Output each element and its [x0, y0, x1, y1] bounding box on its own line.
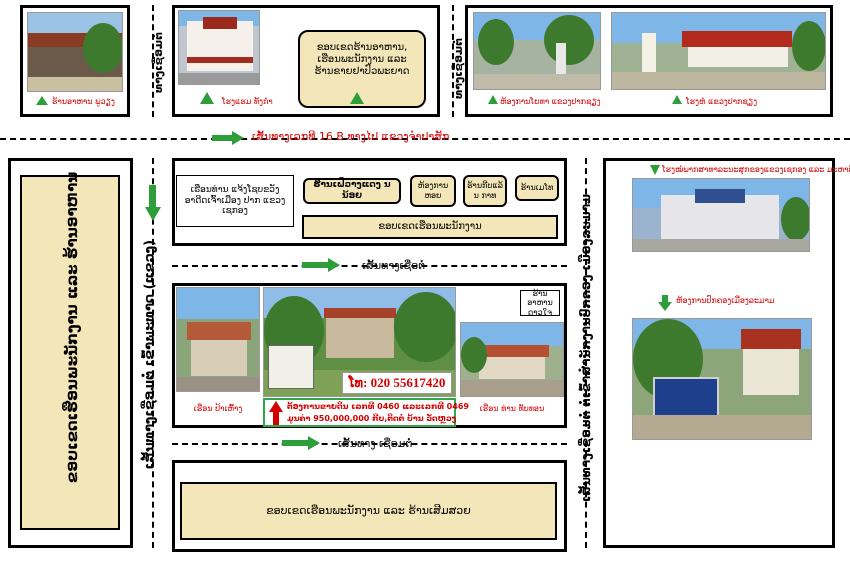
- block-middle: [172, 158, 567, 246]
- block-hotel: [172, 5, 440, 117]
- road-label-v-left-main: ເສັ້ນທາງເຊື່ອມຕໍ່ ເຂົ້າພະທາດ (ແຂວງ): [142, 239, 158, 470]
- road-dash-v2: [452, 5, 454, 117]
- house-former-governor-label: ເຮືອນທ່ານ ແຈ້ງໂຊບຂວັງ ອາດີດເຈົ້າເມືອງ ປາ…: [184, 184, 286, 217]
- road-16b-label: ເສັ້ນທາງເລກທີ 16 B ທາງໄປ ແຂວງຈໍາປາສັກ: [252, 130, 450, 143]
- office-small: ຫ້ອງການ ຫອຍ: [410, 175, 456, 207]
- road-connect-bottom-label: ເສັ້ນທາງ ເຊື່ອມຕໍ່: [338, 437, 413, 450]
- photo-restaurant-phouviang: [27, 12, 123, 92]
- shop-print: ຮ້ານກີບແລ້ນ ກາທ: [463, 175, 507, 207]
- arrow-up-justice: [488, 95, 498, 104]
- photo-district-office: [632, 318, 812, 440]
- caption-restaurant-phouviang: ຮ້ານອາຫານ ພູວຽງ: [52, 97, 115, 106]
- road-connect-mid-dash: [172, 265, 567, 267]
- arrow-down-district: [658, 295, 672, 311]
- zone-left-label: ຂອບເຂດເຮືອນພະນັກງານ ແລະ ຮ້ານອາຫານ: [63, 171, 81, 483]
- zone-staff-mid: ຂອບເຂດເຮືອນພະນັກງານ: [302, 215, 558, 239]
- photo-house-left: [176, 287, 260, 392]
- sale-info-box: ຕ້ອງການຂາຍດິນ ເລກທີ 0460 ແລະເລກທີ 0469 ມ…: [263, 398, 469, 427]
- road-connect-bottom-arrow: [282, 436, 322, 450]
- block-left-zone: [8, 158, 133, 548]
- block-bottom: [172, 460, 567, 552]
- caption-house-left: ເຮືອນ ປ້າເຫົ້າງ: [193, 404, 243, 413]
- shop-tea: ຮ້ານເມໂທ: [515, 175, 559, 201]
- road-16b-dash: [0, 138, 850, 140]
- house-former-governor: ເຮືອນທ່ານ ແຈ້ງໂຊບຂວັງ ອາດີດເຈົ້າເມືອງ ປາ…: [176, 175, 294, 227]
- arrow-up-sale: [269, 401, 283, 425]
- zone-top-label: ຂອບເຂດຮ້ານອາຫານ, ເຮືອນພະນັກງານ ແລະ ຮ້ານຂ…: [314, 42, 410, 77]
- photo-gate-hospital: [611, 12, 826, 90]
- caption-hotel: ໂຮງແຮມ ທັງກໍາ: [222, 97, 273, 106]
- zone-staff-mid-label: ຂອບເຂດເຮືອນພະນັກງານ: [378, 221, 482, 232]
- caption-justice: ຫ້ອງການໂຍທາ ແຂວງປາກຊຽງ: [500, 97, 601, 106]
- road-label-v-right-main: ເສັ້ນທາງເຊື່ອມຕໍ່ ຕໍ່ເຂົ້າສໍານັກງານປົກຄອ…: [579, 193, 593, 502]
- photo-hotel-tangkam: [178, 10, 260, 85]
- road-arrow-down-left: [145, 185, 161, 225]
- road-dash-v-left-main: [152, 158, 154, 548]
- phone-box: ໂທ: 020 55617420: [342, 372, 452, 394]
- caption-district-office: ຫ້ອງການປົກຄອງເມືອງລະມາມ: [676, 296, 775, 305]
- block-top-left: [20, 5, 130, 117]
- office-small-label: ຫ້ອງການ ຫອຍ: [417, 181, 449, 200]
- shop-pho: ຮ້ານເຝີວາງແດງ ນ ນ້ອຍ: [303, 178, 401, 204]
- photo-provincial-hospital: [632, 178, 810, 252]
- land-document: [268, 345, 314, 389]
- arrow-up-hotel: [200, 92, 214, 104]
- caption-house-right: ເຮືອນ ທ່ານ ທັບທອນ: [479, 404, 545, 413]
- photo-gate-justice: [473, 12, 601, 90]
- road-connect-mid-label: ເສັ້ນທາງເຊື່ອຕໍ່: [362, 259, 426, 272]
- sale-info-line2: ມູນຄ່າ 950,000,000 ກີບ,ຕິດຕໍ່ ບ້ານ ວັດຫຼ…: [287, 414, 457, 423]
- shop-tea-label: ຮ້ານເມໂທ: [520, 183, 554, 193]
- road-dash-v1: [152, 5, 154, 117]
- phone-label: ໂທ: 020 55617420: [348, 375, 446, 390]
- zone-bottom-staff-beauty: ຂອບເຂດເຮືອນພະນັກງານ ແລະ ຮ້ານເສີມສວຍ: [180, 482, 557, 540]
- road-label-v-right-top: ທາງເຊື່ອມຕໍ່: [451, 38, 465, 99]
- block-gates: [465, 5, 833, 117]
- arrow-up-hospital-top: [672, 95, 682, 104]
- road-label-v-left-top: ທາງເຊື່ອມຕໍ່: [151, 32, 165, 93]
- block-right: [603, 158, 835, 548]
- arrow-up-zone: [350, 92, 364, 104]
- caption-hospital: ໂຮງໝໍພາກສາທາລະນະສຸກຂອງແຂວງເຊກອງ ແລະ ມະຫາ…: [662, 165, 850, 174]
- zone-restaurant-staff-pharmacy: ຂອບເຂດຮ້ານອາຫານ, ເຮືອນພະນັກງານ ແລະ ຮ້ານຂ…: [298, 30, 426, 108]
- arrow-up-phouviang: [36, 96, 48, 105]
- road-dash-v-right-main: [585, 158, 587, 548]
- photo-house-right: [460, 322, 564, 397]
- caption-hospital-top: ໂຮງຫໍ ແຂວງປາກຊຽງ: [686, 97, 758, 106]
- zone-left-staff-restaurant: [20, 175, 120, 530]
- shop-daojai: ຮ້ານອາຫານ ດາວໃຈ: [520, 288, 560, 317]
- road-connect-bottom-dash: [172, 443, 567, 445]
- road-connect-mid-arrow: [302, 258, 342, 272]
- road-16b-arrow: [212, 131, 244, 145]
- arrow-down-hospital: [650, 165, 660, 175]
- shop-print-label: ຮ້ານກີບແລ້ນ ກາທ: [467, 181, 503, 200]
- zone-bottom-label: ຂອບເຂດເຮືອນພະນັກງານ ແລະ ຮ້ານເສີມສວຍ: [266, 504, 471, 518]
- shop-pho-label: ຮ້ານເຝີວາງແດງ ນ ນ້ອຍ: [313, 180, 391, 201]
- sale-info-line1: ຕ້ອງການຂາຍດິນ ເລກທີ 0460 ແລະເລກທີ 0469: [287, 402, 469, 411]
- shop-daojai-label: ຮ້ານອາຫານ ດາວໃຈ: [527, 288, 553, 317]
